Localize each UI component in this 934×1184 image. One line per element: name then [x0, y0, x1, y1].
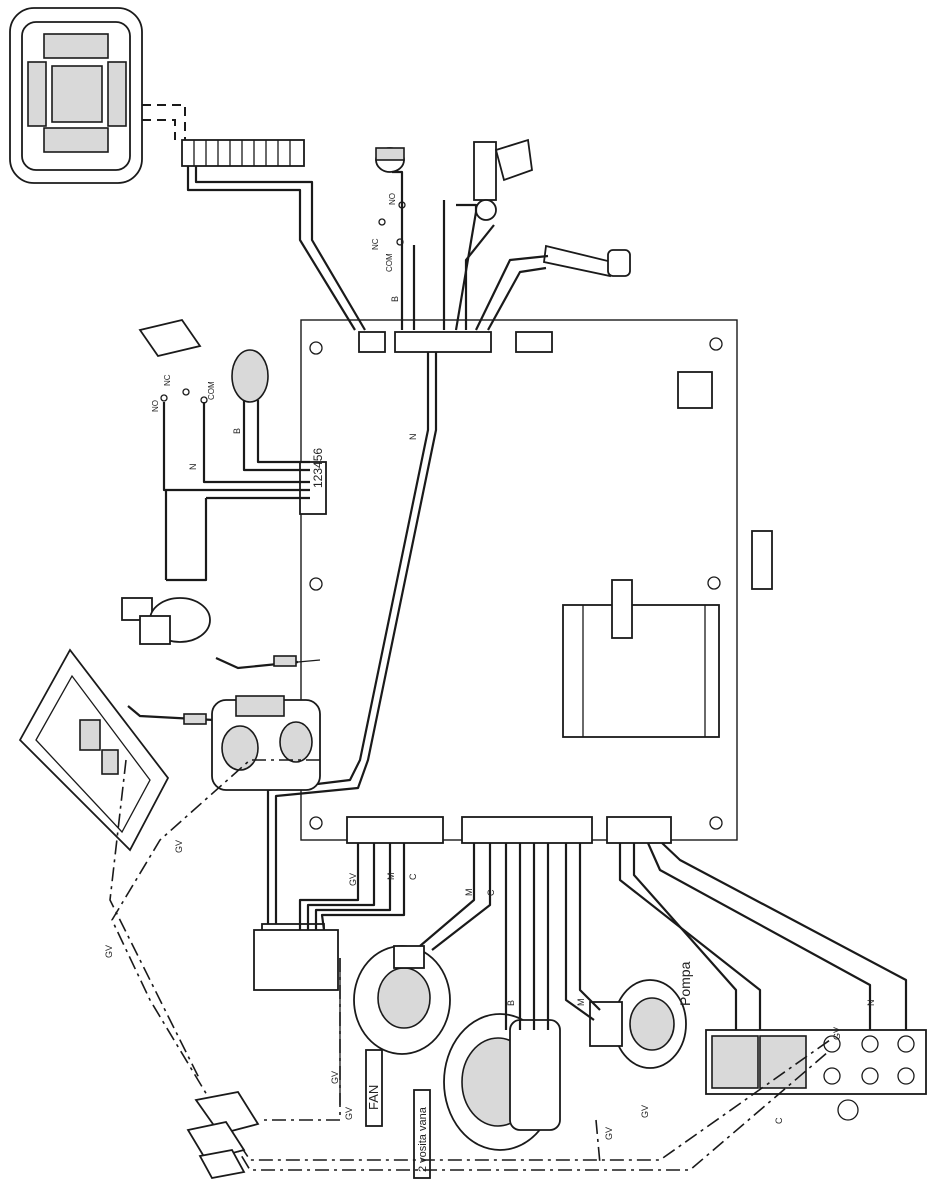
gv-label-1: GV [174, 840, 184, 853]
n-label-2: N [188, 464, 198, 471]
fan-unit [353, 945, 451, 1055]
pompa-label: Pompa [677, 961, 693, 1006]
switch-left-com: COM [207, 381, 216, 400]
gas-valve-unit [211, 695, 339, 991]
m-label-3: M [576, 999, 586, 1007]
ignition-electrode [215, 655, 321, 670]
mains-terminal-block [705, 1029, 927, 1121]
switch-top-com: COM [385, 253, 394, 272]
gas-valve-label: 2 vosita vana [417, 1106, 429, 1172]
control-board [299, 319, 773, 844]
n-label-1: N [408, 434, 418, 441]
switch-left-nc: NC [163, 374, 172, 386]
switch-left [138, 318, 202, 358]
c-label-1: C [408, 873, 418, 880]
switch-top-no: NO [388, 193, 397, 205]
switch-top-nc: NC [371, 238, 380, 250]
gv-label-3: GV [348, 873, 358, 886]
c-label-3: C [774, 1117, 784, 1124]
gv-label-4: GV [330, 1071, 340, 1084]
switch-left-no: NO [151, 400, 160, 412]
m-label-1: M [386, 873, 396, 881]
gv-label-7: GV [640, 1105, 650, 1118]
ground-terminals [186, 1091, 260, 1180]
remote-control-panel [9, 7, 143, 184]
sensor-left-round [231, 349, 269, 403]
b-label-2: B [232, 428, 242, 434]
overheat-thermostat [121, 597, 211, 645]
gv-label-8: GV [832, 1027, 842, 1040]
pressure-switch-top [375, 147, 405, 173]
b-label-1: B [390, 296, 400, 302]
m-label-2: M [464, 889, 474, 897]
gv-label-5: GV [344, 1107, 354, 1120]
burner-assembly [18, 648, 170, 852]
pump [589, 979, 687, 1069]
flame-electrode [127, 705, 215, 725]
n-label-3: N [866, 1000, 876, 1007]
flow-sensor [473, 138, 533, 221]
gv-label-6: GV [604, 1127, 614, 1140]
terminal-block-label: 123456 [311, 448, 325, 488]
c-label-2: C [486, 889, 496, 896]
b-label-3: B [506, 1000, 516, 1006]
terminal-strip [181, 139, 305, 167]
fan-label: FAN [366, 1085, 381, 1110]
gas-valve [443, 1013, 561, 1151]
gv-label-2: GV [104, 945, 114, 958]
temperature-sensor [543, 244, 631, 278]
